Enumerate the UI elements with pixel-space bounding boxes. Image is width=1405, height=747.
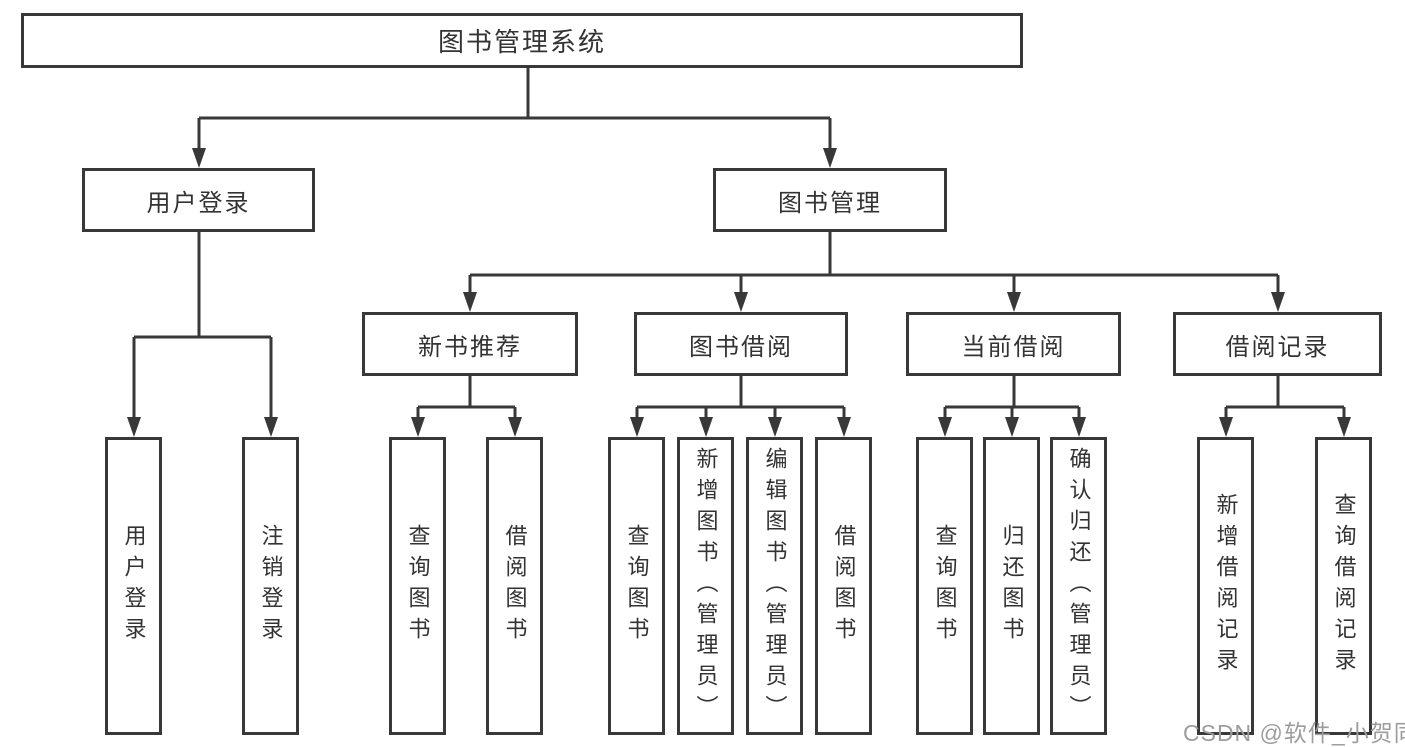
leaf-logout: 注销登录	[242, 437, 299, 735]
leaf-user-login: 用户登录	[105, 437, 162, 735]
watermark: CSDN @软件_小贺同学	[1183, 720, 1405, 746]
leaf-edit-books-admin: 编辑图书（管理员）	[746, 437, 803, 735]
node-book-management: 图书管理	[713, 168, 947, 232]
node-book-borrowing: 图书借阅	[634, 312, 848, 376]
leaf-add-borrow-record: 新增借阅记录	[1197, 437, 1254, 735]
leaf-borrow-books-recommend: 借阅图书	[486, 437, 543, 735]
leaf-return-books: 归还图书	[983, 437, 1040, 735]
leaf-query-borrow-record: 查询借阅记录	[1315, 437, 1372, 735]
node-borrowing-records: 借阅记录	[1173, 312, 1382, 376]
leaf-query-books-current: 查询图书	[916, 437, 973, 735]
node-user-login: 用户登录	[82, 168, 315, 232]
leaf-borrow-books: 借阅图书	[815, 437, 872, 735]
leaf-query-books-borrowing: 查询图书	[608, 437, 665, 735]
node-current-borrowing: 当前借阅	[906, 312, 1121, 376]
node-library-system: 图书管理系统	[21, 13, 1023, 68]
leaf-confirm-return-admin: 确认归还（管理员）	[1050, 437, 1107, 735]
connector-paths	[132, 68, 1346, 420]
arrowhead-icons	[127, 148, 1351, 437]
leaf-query-books-recommend: 查询图书	[389, 437, 446, 735]
leaf-add-books-admin: 新增图书（管理员）	[677, 437, 734, 735]
node-new-book-recommend: 新书推荐	[362, 312, 578, 376]
